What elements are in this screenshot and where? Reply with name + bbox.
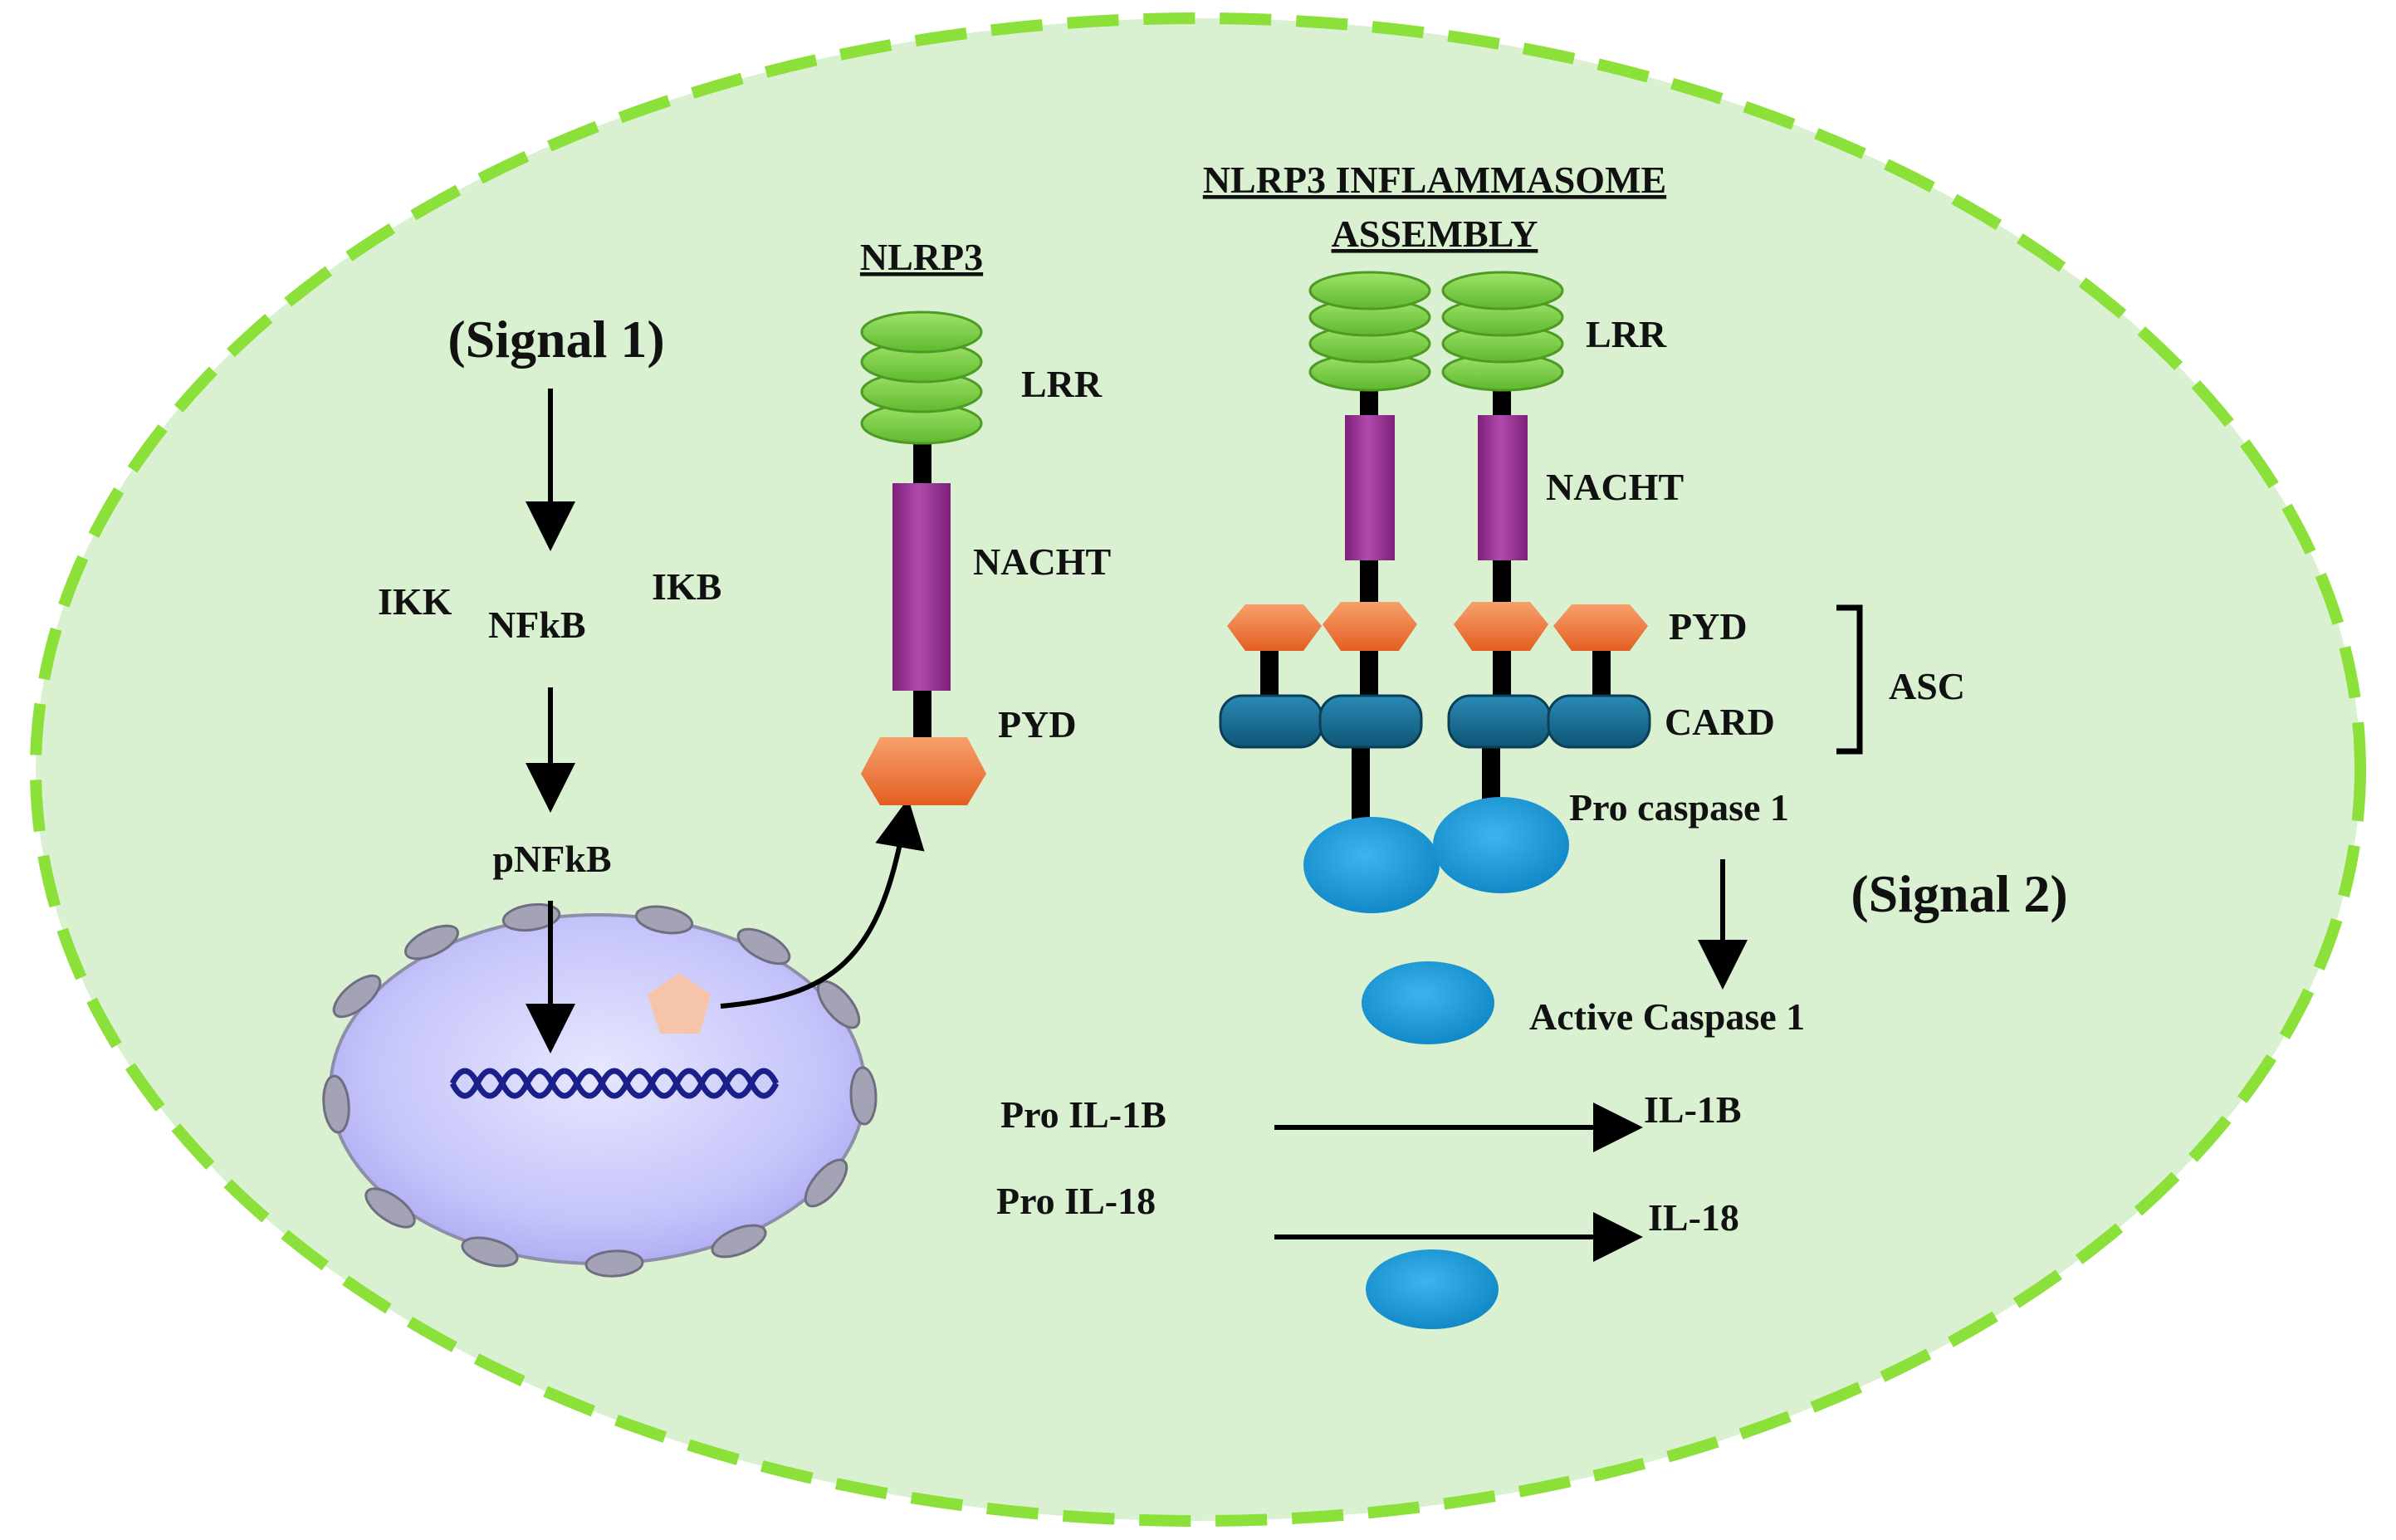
pnfkb-label: pNFkB	[492, 838, 611, 880]
lrr-domain	[860, 310, 983, 445]
pro-caspase-right	[1433, 797, 1569, 893]
nfkb-label: NFkB	[488, 604, 586, 646]
assembly-lrr-left	[1308, 271, 1431, 392]
caspase-blob-bottom	[1366, 1249, 1499, 1329]
nlrp3-protein	[860, 310, 986, 805]
asc-bracket	[1836, 604, 1863, 755]
pyd-domain	[861, 737, 986, 805]
pro-caspase-label: Pro caspase 1	[1569, 786, 1789, 829]
nacht-domain	[892, 483, 951, 691]
assembly-lrr-label: LRR	[1586, 313, 1667, 355]
assembly-pyd-1	[1227, 604, 1322, 651]
assembly-pyd-label: PYD	[1669, 605, 1748, 648]
pyd-label: PYD	[998, 703, 1077, 746]
arrow-nucleus-to-nlrp3	[720, 798, 925, 1009]
pro-caspase-left	[1303, 817, 1440, 913]
assembly-title-line2: ASSEMBLY	[1332, 213, 1538, 255]
il1b-label: IL-1B	[1644, 1088, 1742, 1131]
assembly-card-domains	[1219, 694, 1651, 749]
il18-label: IL-18	[1648, 1196, 1739, 1239]
nuclear-pores	[322, 902, 878, 1278]
transcript-pentagon	[648, 973, 711, 1034]
inflammasome-assembly	[1219, 271, 1651, 913]
card-label: CARD	[1665, 701, 1775, 743]
signal2-label: (Signal 2)	[1851, 864, 2067, 923]
assembly-lrr-right	[1441, 271, 1564, 392]
asc-label: ASC	[1889, 665, 1965, 707]
nucleus	[322, 902, 878, 1278]
signal1-label: (Signal 1)	[447, 310, 664, 369]
assembly-nacht-left	[1345, 415, 1395, 560]
assembly-nacht-label: NACHT	[1546, 466, 1684, 508]
active-caspase-label: Active Caspase 1	[1529, 995, 1805, 1038]
assembly-pyd-2	[1323, 602, 1417, 651]
assembly-nacht-right	[1478, 415, 1528, 560]
ikb-label: IKB	[652, 565, 721, 608]
assembly-title-line1: NLRP3 INFLAMMASOME	[1203, 159, 1666, 201]
pro-il18-label: Pro IL-18	[996, 1180, 1156, 1222]
dna-helix	[449, 1068, 780, 1099]
nlrp3-title: NLRP3	[860, 236, 983, 278]
lrr-label: LRR	[1021, 363, 1103, 405]
assembly-pyd-3	[1454, 602, 1548, 651]
active-caspase-blob	[1362, 961, 1494, 1044]
cell-membrane	[30, 12, 2366, 1527]
nacht-label: NACHT	[973, 540, 1111, 583]
assembly-pyd-4	[1553, 604, 1648, 651]
ikk-label: IKK	[378, 580, 452, 623]
pro-il1b-label: Pro IL-1B	[1000, 1093, 1166, 1136]
